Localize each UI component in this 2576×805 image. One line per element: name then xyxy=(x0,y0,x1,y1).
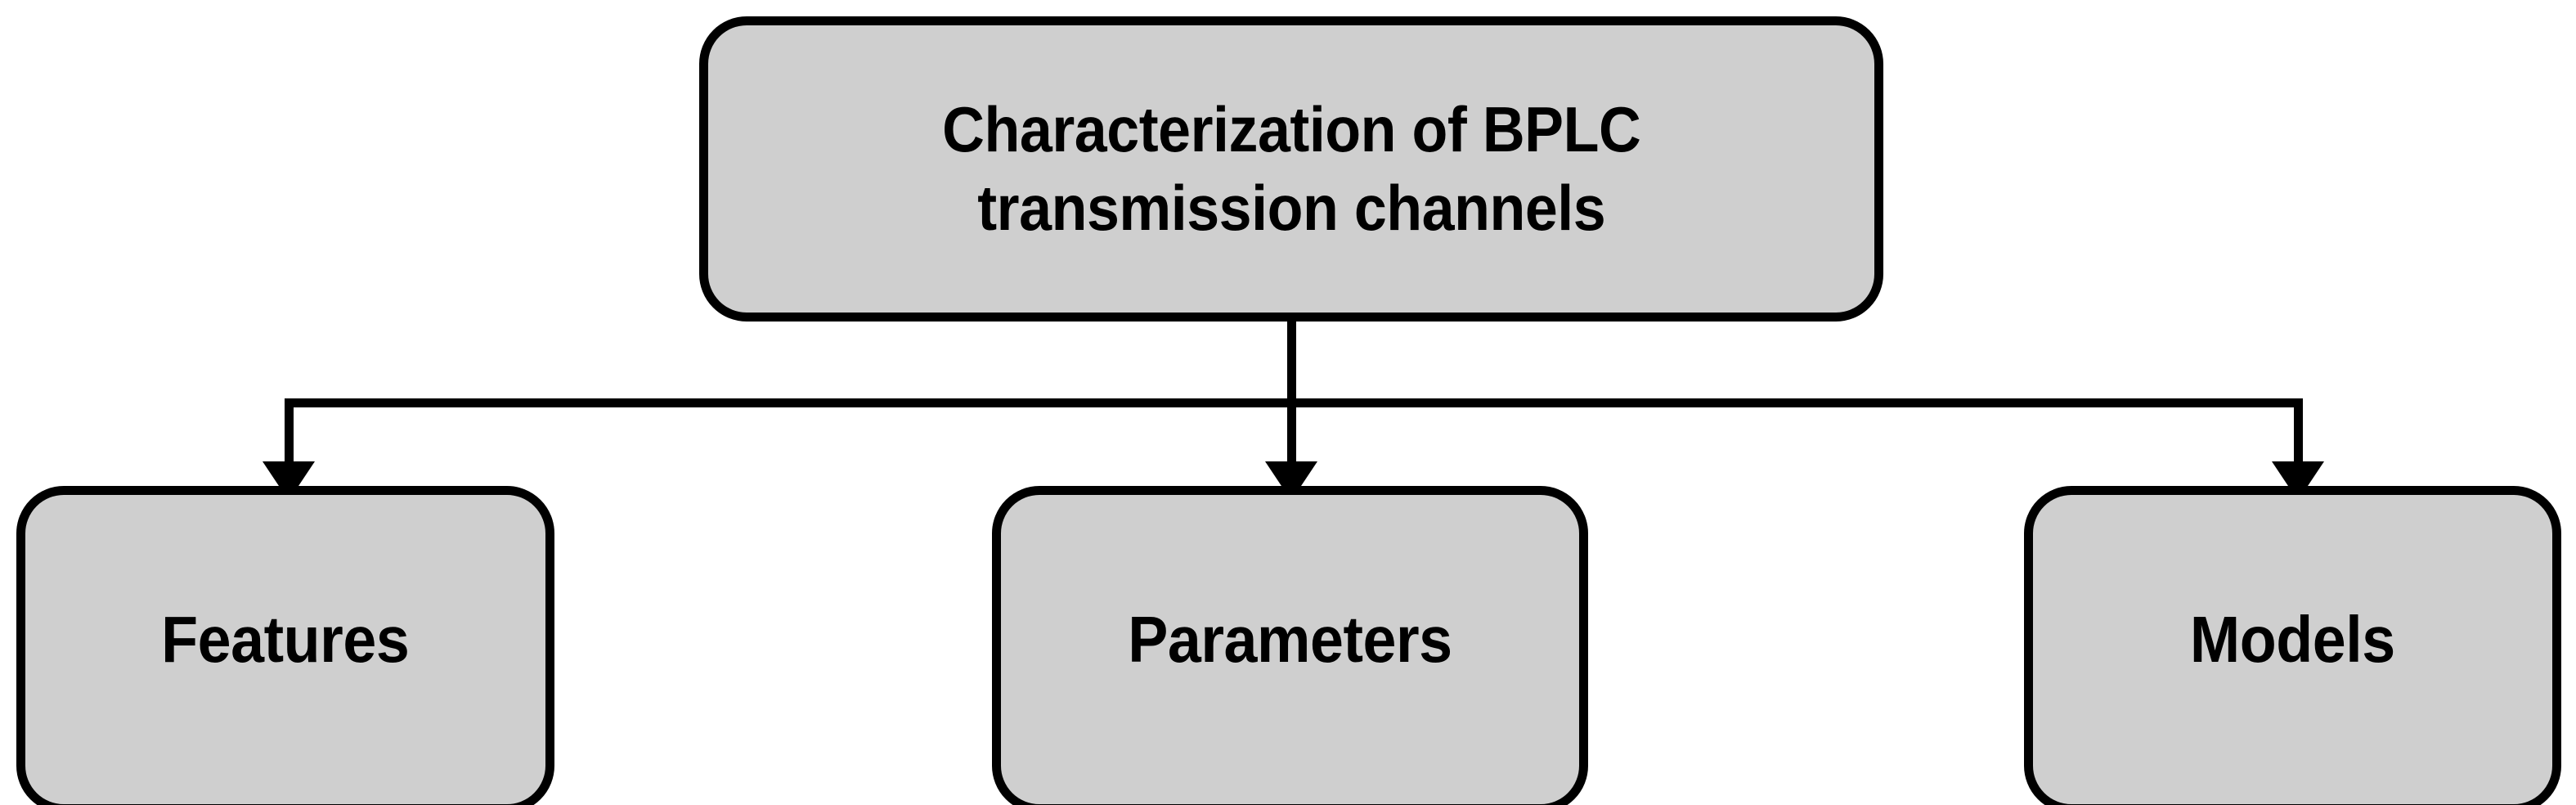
node-parameters-label: Parameters xyxy=(1128,603,1452,677)
node-parameters[interactable]: Parameters xyxy=(992,486,1588,805)
node-features-label: Features xyxy=(161,603,410,677)
node-features[interactable]: Features xyxy=(16,486,554,805)
connector-root-stem xyxy=(1287,317,1296,407)
node-models[interactable]: Models xyxy=(2024,486,2561,805)
connector-drop-parameters xyxy=(1287,402,1296,466)
node-root-label: Characterization of BPLC transmission ch… xyxy=(941,93,1641,244)
node-models-label: Models xyxy=(2190,603,2395,677)
node-root[interactable]: Characterization of BPLC transmission ch… xyxy=(699,16,1883,322)
connector-drop-models xyxy=(2294,402,2303,466)
connector-drop-features xyxy=(285,402,294,466)
